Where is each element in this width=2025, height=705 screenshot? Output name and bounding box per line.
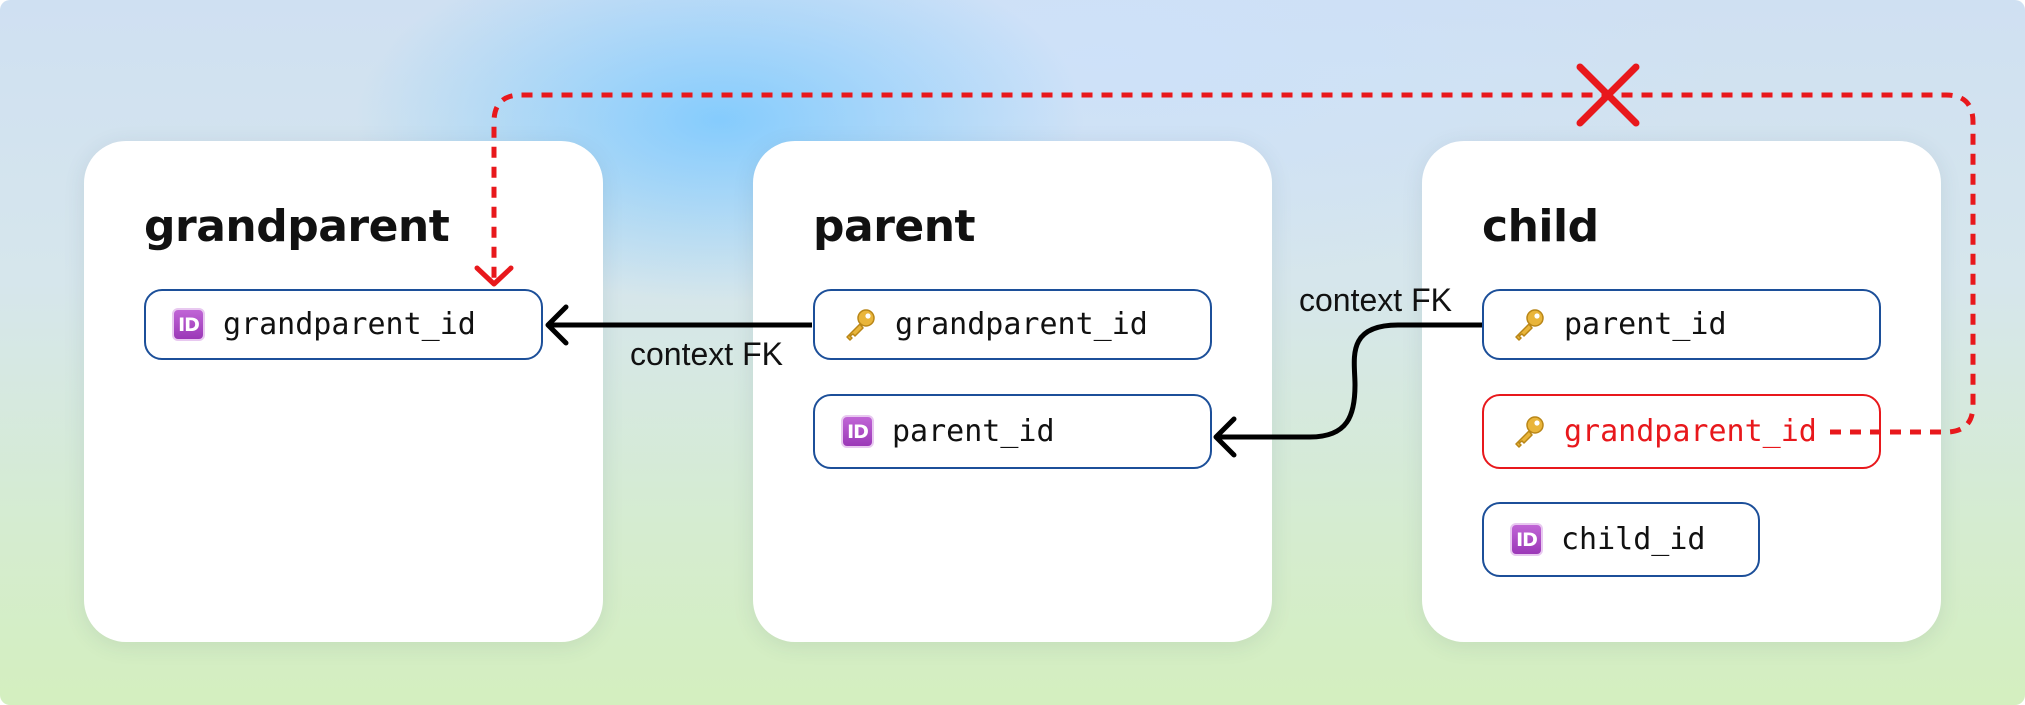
edge-child-to-parent: [1213, 322, 1482, 458]
table-title-parent: parent: [813, 201, 976, 252]
field-label: grandparent_id: [1564, 414, 1817, 449]
edge-label-parent-to-grandparent: context FK: [630, 336, 783, 372]
field-label: grandparent_id: [895, 307, 1148, 342]
table-child: child parent_id grandparent_id ID child_…: [1422, 141, 1941, 642]
table-title-child: child: [1482, 201, 1599, 252]
arrowhead-icon: [545, 304, 569, 346]
field-label: child_id: [1561, 522, 1706, 557]
field-parent-parent-id: ID parent_id: [813, 394, 1212, 469]
table-grandparent: grandparent ID grandparent_id: [84, 141, 603, 642]
arrowhead-icon: [1213, 416, 1237, 458]
cross-icon: [1576, 63, 1640, 127]
field-grandparent-grandparent-id: ID grandparent_id: [144, 289, 543, 360]
field-child-parent-id: parent_id: [1482, 289, 1881, 360]
edge-child-to-grandparent-invalid: [474, 63, 1976, 435]
id-icon: ID: [172, 308, 205, 341]
field-label: parent_id: [892, 414, 1055, 449]
key-icon: [1515, 308, 1544, 341]
edge-label-child-to-parent: context FK: [1299, 282, 1452, 318]
table-parent: parent grandparent_id ID parent_id: [753, 141, 1272, 642]
field-label: grandparent_id: [223, 307, 476, 342]
key-icon: [1515, 415, 1544, 448]
field-child-grandparent-id-invalid: grandparent_id: [1482, 394, 1881, 469]
key-icon: [846, 308, 875, 341]
field-child-child-id: ID child_id: [1482, 502, 1760, 577]
field-parent-grandparent-id: grandparent_id: [813, 289, 1212, 360]
edge-parent-to-grandparent: [545, 304, 812, 346]
id-icon: ID: [841, 415, 874, 448]
table-title-grandparent: grandparent: [144, 201, 450, 252]
field-label: parent_id: [1564, 307, 1727, 342]
arrowhead-icon: [474, 265, 514, 287]
id-icon: ID: [1510, 523, 1543, 556]
